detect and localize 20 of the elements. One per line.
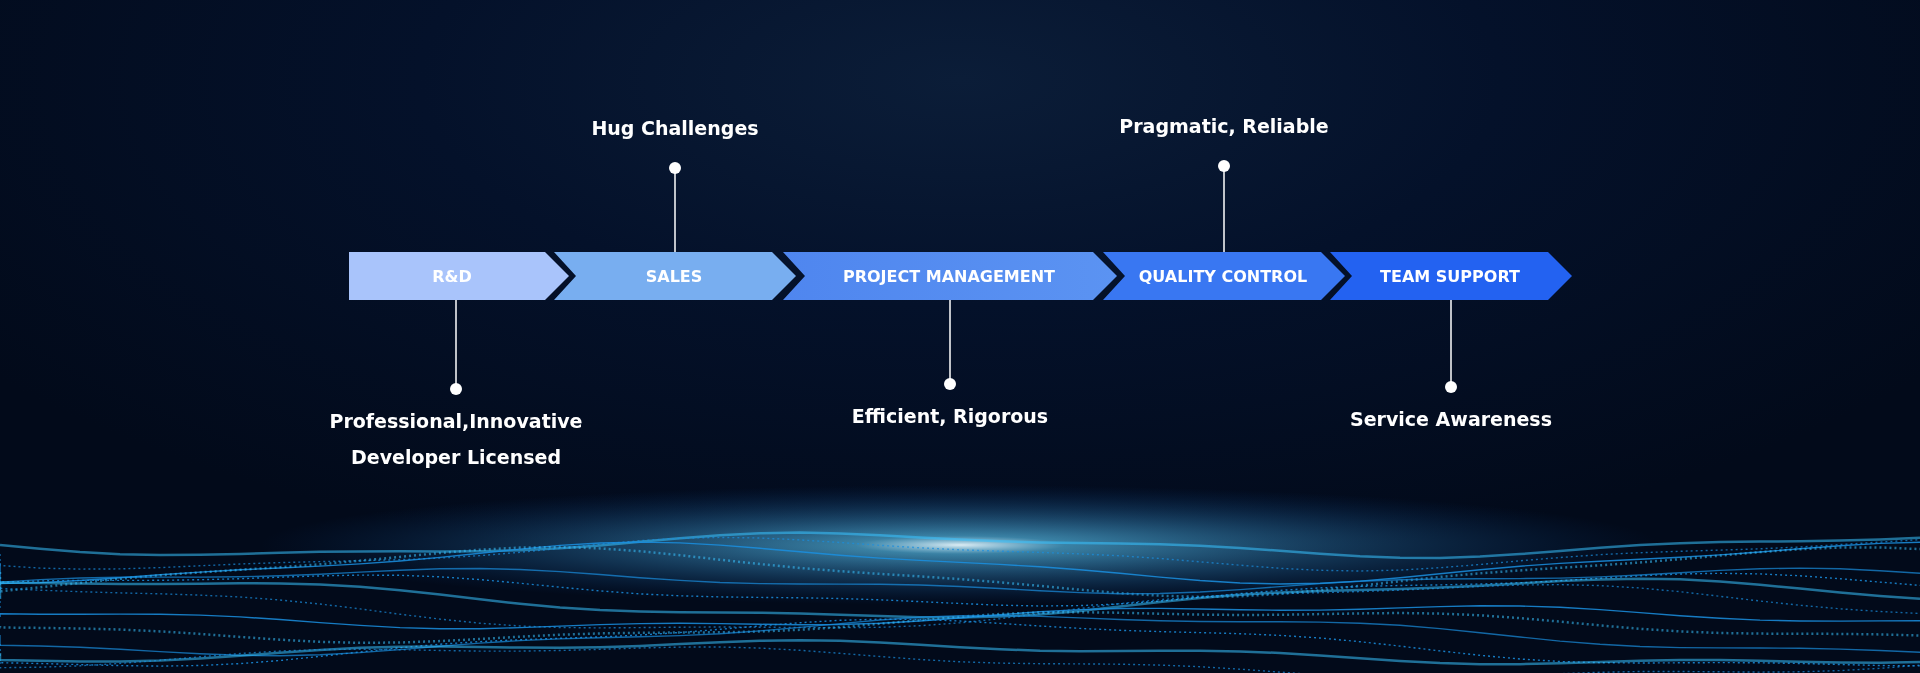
callout-label: Service Awareness [1331,387,1571,437]
callout-label: Pragmatic, Reliable [1094,108,1354,166]
step-label: TEAM SUPPORT [1379,266,1521,286]
chevron-step [1330,252,1572,300]
callout-label: Professional,Innovative Developer Licensed [296,389,616,475]
chevron-step [783,252,1117,300]
chevron-step [1103,252,1345,300]
step-label: QUALITY CONTROL [1137,266,1309,286]
step-label: R&D [432,266,473,286]
leader-line [669,162,681,253]
step-label: PROJECT MANAGEMENT [841,266,1057,286]
leader-line [1218,160,1230,253]
leader-line [944,299,956,390]
leader-line [1445,299,1457,393]
chevron-step [349,252,569,300]
step-label: SALES [644,266,704,286]
chevron-step [554,252,796,300]
leader-line [450,299,462,395]
callout-label: Hug Challenges [555,110,795,168]
callout-label: Efficient, Rigorous [830,384,1070,434]
